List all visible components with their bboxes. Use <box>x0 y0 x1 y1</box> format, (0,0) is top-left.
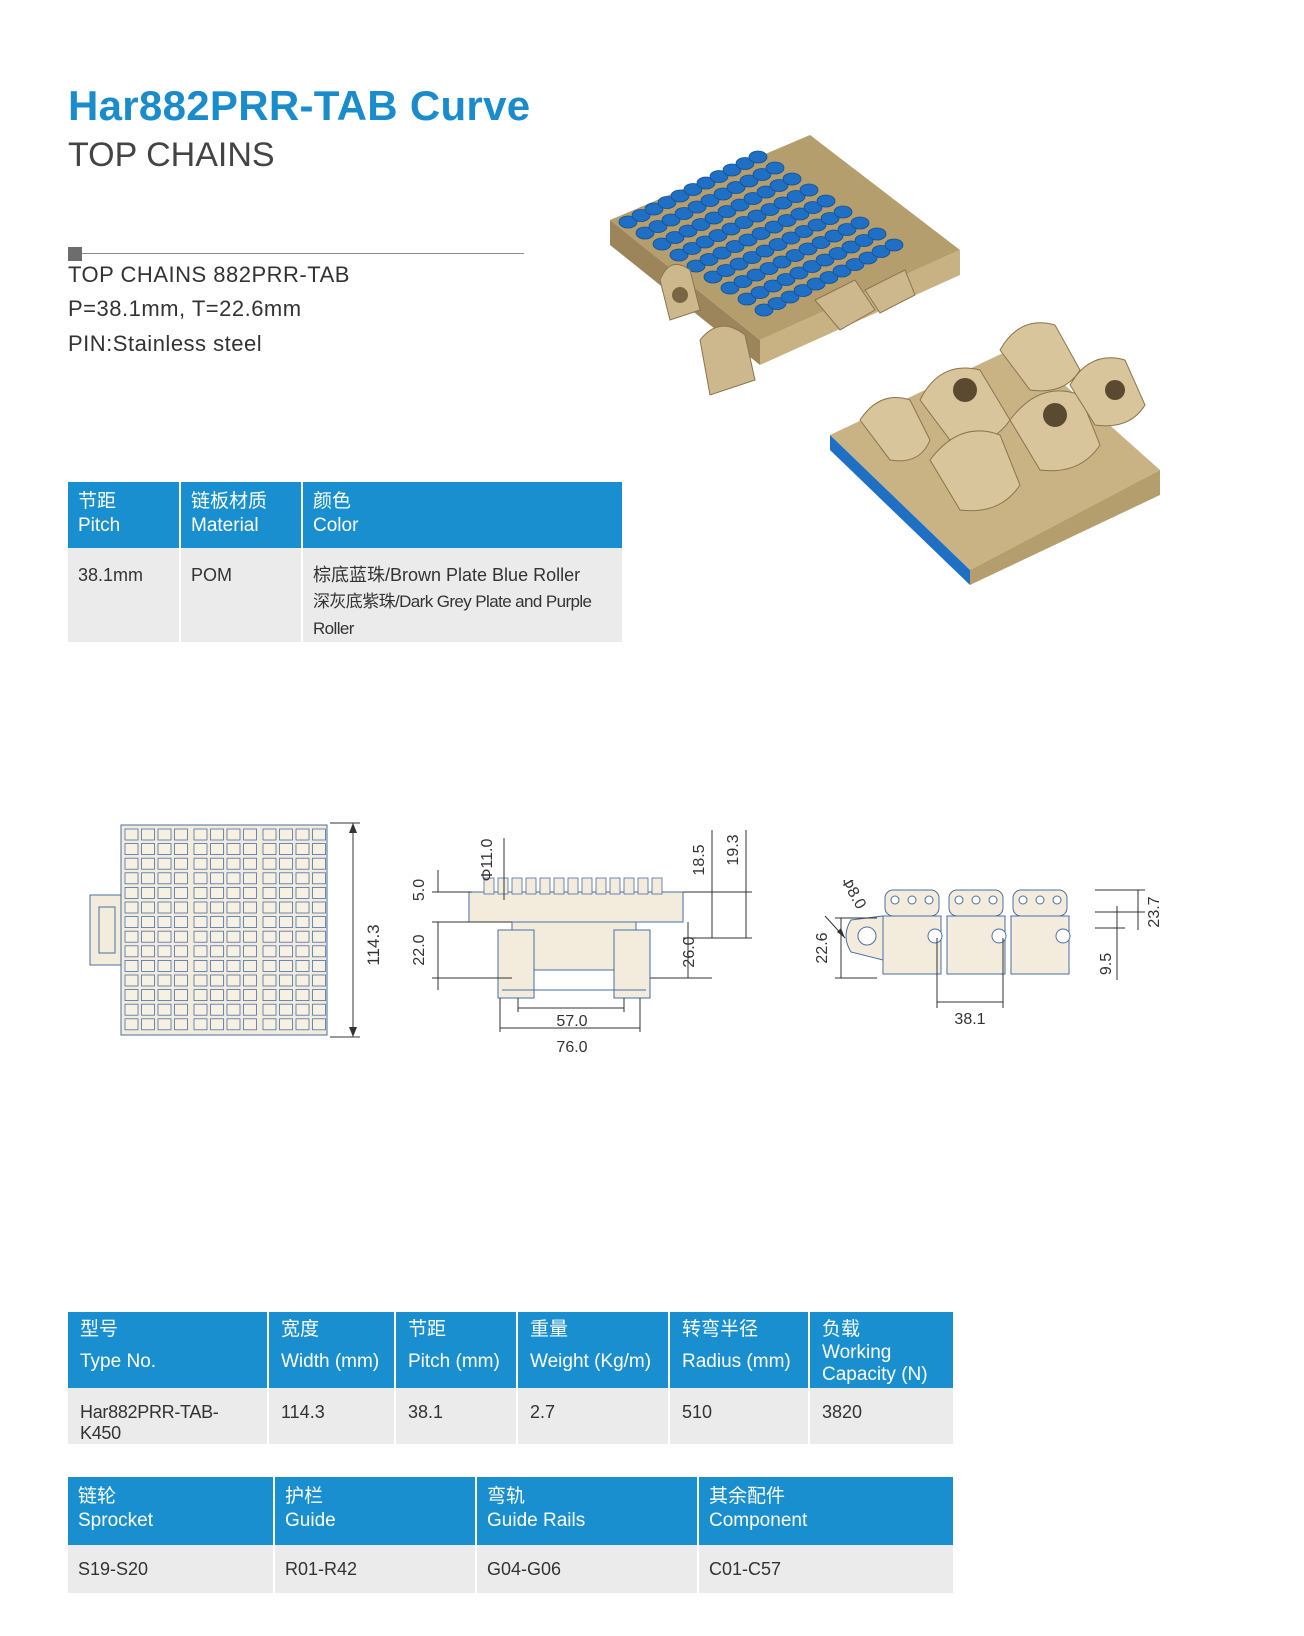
side-view-drawing: Φ11.0 5.0 22.0 18.5 19.3 26.0 57.0 76.0 <box>412 830 752 1056</box>
page-subtitle: TOP CHAINS <box>68 136 275 174</box>
dim-top-gap: 5.0 <box>412 879 428 901</box>
dim-18-5: 18.5 <box>691 844 708 875</box>
cell-guide: R01-R42 <box>274 1545 477 1593</box>
dim-inner-width: 57.0 <box>556 1013 587 1030</box>
dim-pin-height: 9.5 <box>1098 953 1115 975</box>
dim-pitch: 38.1 <box>954 1011 985 1028</box>
dim-hole-diameter: Φ8.0 <box>837 880 869 912</box>
section-divider <box>82 253 524 254</box>
cell-working-capacity: 3820 <box>809 1388 953 1444</box>
spec-line-chain: TOP CHAINS 882PRR-TAB <box>68 262 350 287</box>
dim-outer-width: 76.0 <box>556 1039 587 1056</box>
chain-3d-render <box>610 135 1160 585</box>
cell-type-no: Har882PRR-TAB-K450 <box>68 1388 269 1444</box>
spec-line-pin: PIN:Stainless steel <box>68 331 263 356</box>
dim-19-3: 19.3 <box>725 834 742 865</box>
front-view-drawing: Φ8.0 22.6 23.7 9.5 38.1 <box>815 880 1163 1028</box>
spec-line-pitch: P=38.1mm, T=22.6mm <box>68 296 302 321</box>
cell-weight: 2.7 <box>517 1388 670 1444</box>
section-marker <box>68 247 82 261</box>
cell-guide-rails: G04-G06 <box>476 1545 699 1593</box>
dim-width: 114.3 <box>364 924 383 965</box>
chain-bottom-view-render <box>830 322 1160 585</box>
cell-material: POM <box>180 548 303 642</box>
cell-pitch: 38.1 <box>395 1388 518 1444</box>
page-title: Har882PRR-TAB Curve <box>68 82 531 129</box>
cell-width: 114.3 <box>268 1388 396 1444</box>
dim-roller-diameter: Φ11.0 <box>479 839 496 882</box>
dim-26-0: 26.0 <box>681 936 698 967</box>
chain-top-view-render <box>610 135 960 396</box>
cell-component: C01-C57 <box>698 1545 953 1593</box>
cell-radius: 510 <box>669 1388 810 1444</box>
table-row: Har882PRR-TAB-K450 114.3 38.1 2.7 510 38… <box>68 1388 953 1444</box>
dim-total-height: 23.7 <box>1146 896 1163 927</box>
cell-sprocket: S19-S20 <box>68 1545 275 1593</box>
cell-pitch: 38.1mm <box>68 548 181 642</box>
dim-height: 22.6 <box>815 932 831 963</box>
dim-height-left: 22.0 <box>412 934 428 965</box>
top-view-drawing: 114.3 <box>89 822 383 1038</box>
table-row: S19-S20 R01-R42 G04-G06 C01-C57 <box>68 1545 953 1593</box>
